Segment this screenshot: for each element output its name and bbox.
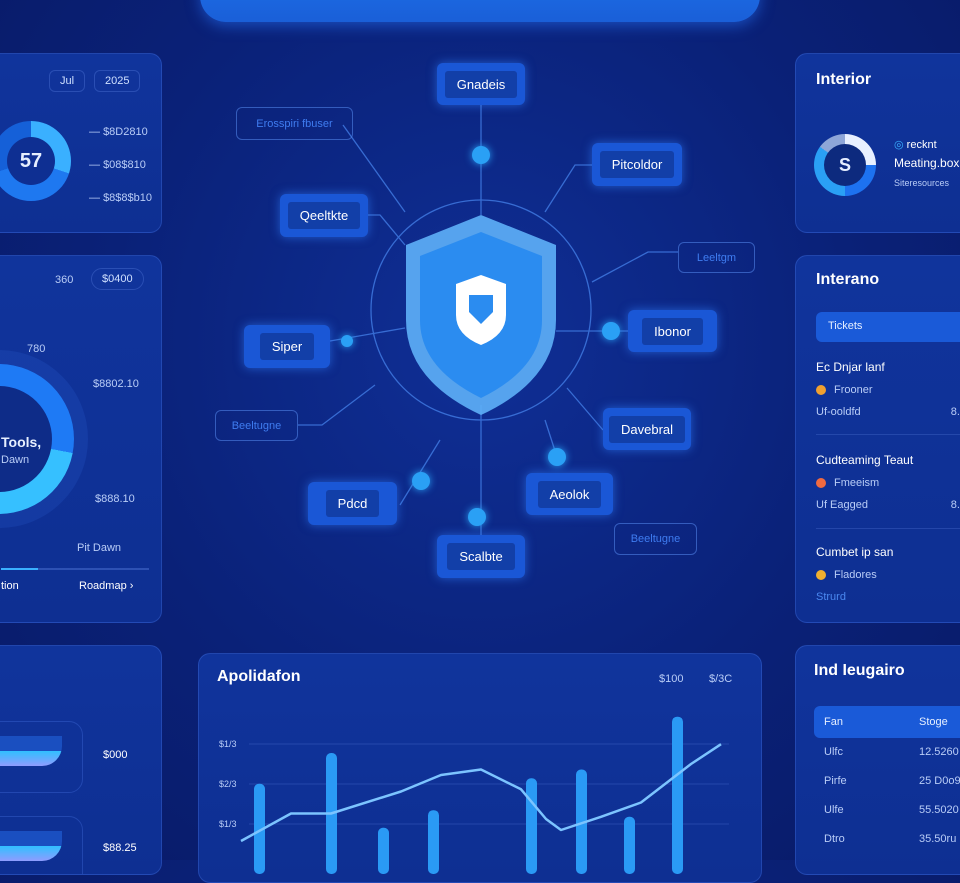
- diagram-node[interactable]: Beeltugne: [215, 410, 298, 441]
- connector-dot: [602, 322, 620, 340]
- diagram-node[interactable]: Gnadeis: [437, 63, 525, 105]
- summary-panel: Jul 2025 57 — $8D2810 — $08$810 — $8$8$b…: [0, 53, 162, 233]
- table-header: Fan Stoge: [814, 706, 960, 738]
- donut-value: 57: [7, 137, 55, 185]
- tab-year[interactable]: 2025: [94, 70, 141, 92]
- link-icon: ◎: [894, 139, 904, 151]
- donut-subtitle: Dawn: [1, 454, 30, 466]
- tickets-tab[interactable]: Tickets: [816, 312, 960, 342]
- label-right-2: $888.10: [95, 493, 135, 505]
- y-tick: $1/3: [219, 819, 237, 829]
- value-1: $000: [103, 749, 128, 761]
- top-header-bar: [200, 0, 760, 22]
- info-line-3: Siteresources: [894, 178, 950, 188]
- bars-panel: $000 $88.25: [0, 645, 162, 875]
- y-tick: $1/3: [219, 739, 237, 749]
- label-bottom: Pit Dawn: [77, 542, 122, 554]
- connector-dot: [412, 472, 430, 490]
- legend-item: — $08$810: [89, 159, 146, 171]
- roadmap-link[interactable]: Roadmap ›: [79, 580, 134, 592]
- list-item[interactable]: Cumbet ip san Fladores Strurd: [816, 545, 894, 603]
- donut-chart: 57: [0, 121, 71, 201]
- connector-dot: [472, 146, 490, 164]
- chevron-right-icon: ›: [129, 580, 134, 592]
- chart-title: Apolidafon: [217, 668, 301, 685]
- chart-bar: [576, 769, 587, 874]
- chart-bar: [378, 827, 389, 874]
- status-donut: S: [814, 134, 876, 196]
- connector-dot: [341, 335, 353, 347]
- diagram-node[interactable]: Pitcoldor: [592, 143, 682, 186]
- tab-b[interactable]: $0400: [91, 268, 144, 290]
- donut-title: Tools,: [1, 434, 42, 450]
- diagram-node[interactable]: Erosspiri fbuser: [236, 107, 353, 140]
- value-2: $88.25: [103, 842, 137, 854]
- interano-panel: Interano Tickets Ec Dnjar lanf Frooner U…: [795, 255, 960, 623]
- info-line-1: ◎ recknt: [894, 139, 937, 151]
- overview-panel: 360 $0400 Tools, Dawn 780 $8802.10 $888.…: [0, 255, 162, 623]
- chart-bar: [624, 816, 635, 874]
- diagram-node[interactable]: Ibonor: [628, 310, 717, 352]
- shield-icon: [406, 215, 556, 415]
- progress-card: [0, 721, 83, 793]
- diagram-node[interactable]: Pdcd: [308, 482, 397, 525]
- chart-bar: [428, 810, 439, 874]
- chart-line: [240, 743, 722, 843]
- legend-item: — $8D2810: [89, 126, 148, 138]
- interior-panel: Interior S ◎ recknt Meating.box Sitereso…: [795, 53, 960, 233]
- diagram-node[interactable]: Aeolok: [526, 473, 613, 515]
- diagram-node[interactable]: Qeeltkte: [280, 194, 368, 237]
- chart-bar: [672, 716, 683, 874]
- diagram-node[interactable]: Leeltgm: [678, 242, 755, 273]
- diagram-node[interactable]: Davebral: [603, 408, 691, 450]
- footer-label: tion: [1, 580, 19, 592]
- label-top: 780: [27, 343, 46, 355]
- diagram-node[interactable]: Siper: [244, 325, 330, 368]
- tab-month[interactable]: Jul: [49, 70, 86, 92]
- chart-panel: Apolidafon $100 $/3C $1/3 $2/3 $1/3: [198, 653, 762, 883]
- info-line-2: Meating.box: [894, 156, 960, 170]
- panel-title: Interano: [816, 271, 880, 288]
- y-tick: $2/3: [219, 779, 237, 789]
- diagram-node[interactable]: Beeltugne: [614, 523, 697, 555]
- progress-track: [1, 568, 149, 570]
- panel-title: Ind Ieugairo: [814, 662, 905, 679]
- progress-card: [0, 816, 83, 874]
- chart-svg: [240, 716, 729, 874]
- label-right-1: $8802.10: [93, 378, 139, 390]
- tab-a[interactable]: 360: [55, 274, 74, 286]
- chart-bar: [526, 778, 537, 874]
- chart-bar: [254, 783, 265, 874]
- legend-item: — $8$8$b10: [89, 192, 153, 204]
- connector-dot: [548, 448, 566, 466]
- chart-tab-a[interactable]: $100: [659, 673, 684, 685]
- chart-tab-b[interactable]: $/3C: [709, 673, 733, 685]
- diagram-node[interactable]: Scalbte: [437, 535, 525, 578]
- diagram-connectors: [298, 105, 678, 535]
- panel-title: Interior: [816, 71, 872, 88]
- connector-dot: [468, 508, 486, 526]
